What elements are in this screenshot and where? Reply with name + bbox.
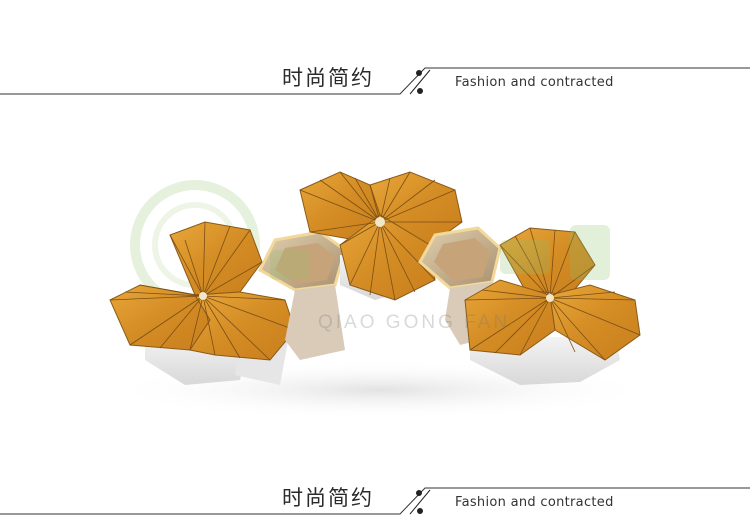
- chinese-title: 时尚简约: [282, 66, 374, 90]
- banner-divider-lines: [0, 487, 750, 515]
- center-bench-cluster: [299, 171, 463, 301]
- left-bench-cluster: [109, 221, 296, 385]
- right-bench-cluster: [464, 227, 641, 385]
- english-subtitle: Fashion and contracted: [455, 495, 614, 510]
- bottom-title-banner: 时尚简约 Fashion and contracted: [0, 478, 750, 518]
- divider-dot: [416, 490, 422, 496]
- english-subtitle: Fashion and contracted: [455, 75, 614, 90]
- left-planter: [258, 230, 347, 360]
- divider-dot: [416, 70, 422, 76]
- divider-dot: [417, 88, 423, 94]
- top-title-banner: 时尚简约 Fashion and contracted: [0, 58, 750, 98]
- watermark-text: QIAO GONG FAN: [318, 312, 511, 333]
- chinese-title: 时尚简约: [282, 486, 374, 510]
- banner-divider-lines: [0, 67, 750, 95]
- divider-dot: [417, 508, 423, 514]
- watermark-brand-mark: [270, 225, 610, 280]
